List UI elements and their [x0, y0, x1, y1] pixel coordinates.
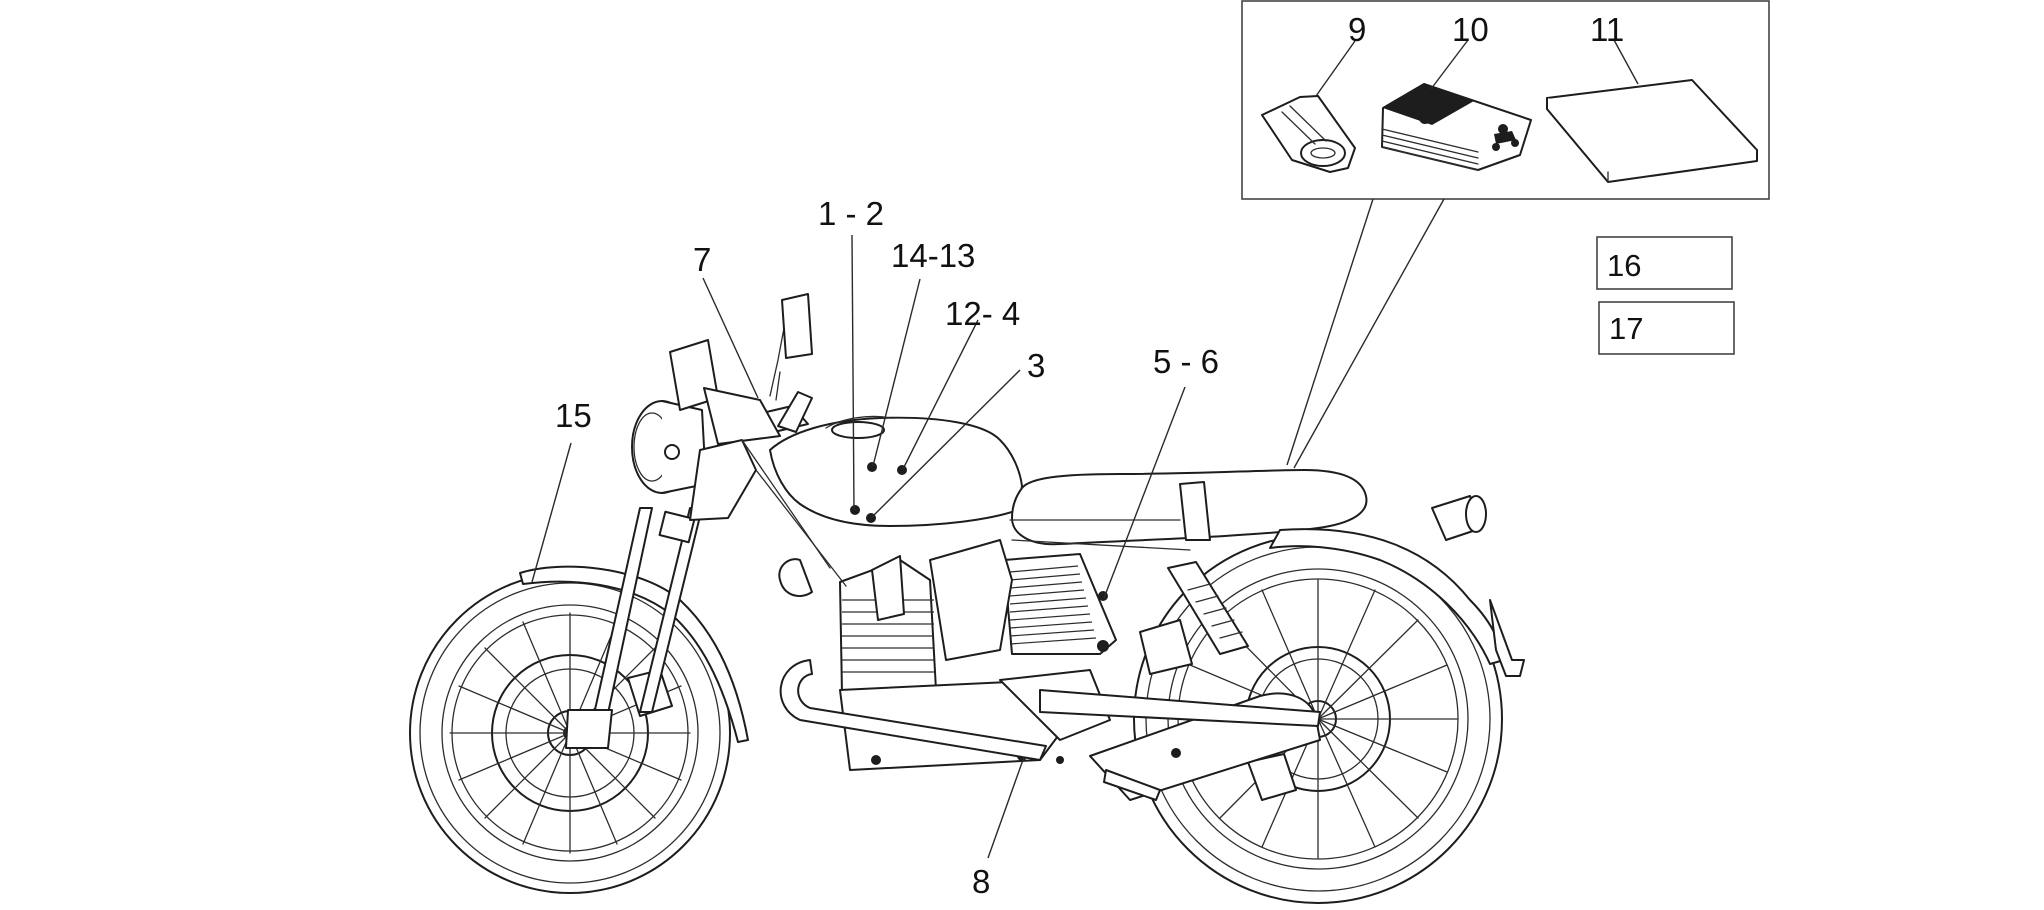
fuel-tank — [769, 416, 1023, 527]
headlight — [631, 400, 707, 494]
swingarm — [1039, 689, 1321, 727]
rear-mudguard — [1269, 528, 1505, 665]
leader-8 — [987, 756, 1025, 859]
callout-5-6: 5 - 6 — [1153, 343, 1219, 380]
leader-inset-left — [1286, 198, 1374, 466]
accessories-inset — [1241, 0, 1770, 469]
tool-roll-part — [1261, 95, 1356, 173]
front-forks — [565, 507, 703, 749]
callout-10: 10 — [1452, 11, 1489, 48]
box-16-label: 16 — [1607, 248, 1641, 283]
owners-manual-part — [1381, 83, 1532, 171]
part-box-16 — [1596, 236, 1733, 290]
leader-1-2 — [851, 234, 855, 511]
motorcycle-drawing — [409, 293, 1525, 904]
leader-3 — [871, 369, 1021, 518]
leader-10 — [1430, 39, 1469, 90]
leader-7 — [702, 277, 759, 399]
callout-11: 11 — [1590, 11, 1624, 48]
callout-12-4: 12- 4 — [945, 295, 1020, 332]
callout-14-13: 14-13 — [891, 237, 975, 274]
kickstand — [1103, 769, 1161, 801]
leader-11 — [1613, 39, 1639, 85]
leader-inset-right — [1293, 198, 1445, 469]
callout-7: 7 — [693, 241, 711, 278]
box-17-label: 17 — [1609, 311, 1643, 346]
callout-leaders — [531, 234, 1186, 859]
leader-15 — [531, 442, 572, 583]
rear-indicator — [1431, 495, 1487, 541]
side-panel — [1003, 553, 1117, 655]
headstock — [689, 439, 757, 521]
part-box-17 — [1598, 301, 1735, 355]
frame — [741, 439, 1191, 587]
handlebar-assembly — [669, 293, 813, 445]
leader-5-6 — [1103, 386, 1186, 599]
callout-labels: 1 - 2 14-13 12- 4 3 7 15 5 - 6 8 9 10 11… — [555, 11, 1643, 900]
rear-shock — [1139, 561, 1249, 675]
leader-9 — [1315, 40, 1356, 97]
leader-12-4 — [902, 319, 979, 470]
callout-8: 8 — [972, 863, 990, 900]
warranty-folder-part — [1546, 79, 1758, 183]
callout-9: 9 — [1348, 11, 1366, 48]
leader-14-13 — [872, 278, 921, 467]
callout-3: 3 — [1027, 347, 1045, 384]
callout-15: 15 — [555, 397, 592, 434]
callout-1-2: 1 - 2 — [818, 195, 884, 232]
